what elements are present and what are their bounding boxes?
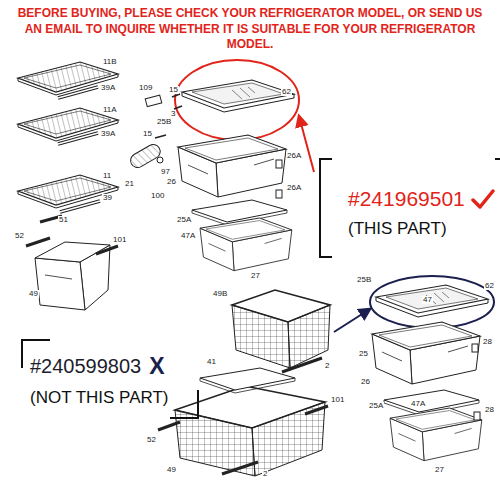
callout-number: 62: [484, 282, 495, 290]
callout-number: 15: [168, 86, 179, 94]
part-number-text: #240599803: [30, 354, 141, 379]
callout-number: 47A: [180, 232, 196, 240]
callout-number: 49: [28, 290, 39, 298]
callout-number: 25: [358, 350, 369, 358]
callout-number: 39A: [100, 130, 116, 138]
callout-number: 26: [360, 378, 371, 386]
callout-number: 15: [142, 130, 153, 138]
callout-number: 97: [160, 168, 171, 176]
callout-number: 2: [262, 470, 268, 478]
text-row: #240599803 X: [30, 352, 200, 381]
callout-number: 49B: [212, 290, 228, 298]
callout-number: 100: [150, 192, 165, 200]
check-mark: [471, 189, 495, 209]
callout-number: 26A: [286, 184, 302, 192]
part-number-box: #241969501 (THIS PART): [318, 158, 500, 258]
callout-number: 51: [58, 216, 69, 224]
callout-number: 27: [250, 272, 261, 280]
callout-number: 25A: [368, 402, 384, 410]
callout-number: 25A: [176, 216, 192, 224]
callout-number: 3: [170, 110, 176, 118]
text-row: (NOT THIS PART): [30, 387, 200, 408]
part-number-text: X: [149, 352, 164, 381]
callout-number: 101: [112, 236, 127, 244]
callout-number: 21: [124, 180, 135, 188]
part-number-text: (NOT THIS PART): [30, 387, 169, 408]
callout-number: 28: [482, 338, 493, 346]
callout-number: 26A: [286, 152, 302, 160]
text-row: (THIS PART): [348, 218, 500, 239]
callout-number: 101: [330, 396, 345, 404]
callout-number: 27: [434, 466, 445, 474]
callout-number: 11A: [102, 106, 118, 114]
callout-number: 28: [484, 406, 495, 414]
callout-number: 52: [146, 436, 157, 444]
callout-number: 39A: [100, 84, 116, 92]
corner-bracket: [20, 338, 200, 420]
callout-number: 25B: [156, 118, 172, 126]
callout-number: 39: [102, 194, 113, 202]
callout-number: 41: [206, 358, 217, 366]
part-number-text: #241969501: [348, 186, 465, 212]
callout-number: 2: [324, 362, 330, 370]
text-row: #241969501: [348, 186, 500, 212]
callout-number: 11B: [102, 58, 118, 66]
callout-number: 47: [422, 296, 433, 304]
callout-number: 11: [102, 172, 112, 180]
callout-number: 26: [166, 178, 177, 186]
callout-number: 49: [166, 466, 177, 474]
callout-number: 62: [281, 88, 292, 96]
callout-number: 25B: [356, 276, 372, 284]
part-number-text: (THIS PART): [348, 218, 447, 239]
callout-number: 52: [14, 232, 25, 240]
callout-number: 109: [138, 84, 153, 92]
warning-heading: BEFORE BUYING, PLEASE CHECK YOUR REFRIGE…: [8, 6, 492, 53]
callout-number: 47A: [410, 400, 426, 408]
part-number-box: #240599803 X (NOT THIS PART): [20, 338, 200, 420]
